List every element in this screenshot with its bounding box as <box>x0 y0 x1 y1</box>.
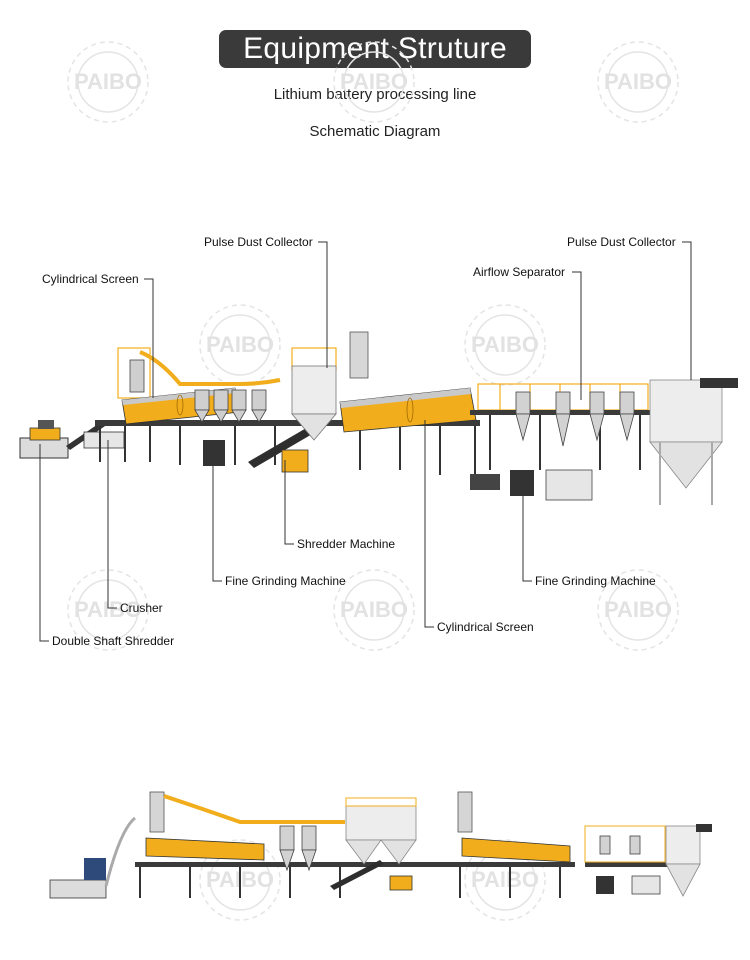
blower-unit <box>470 474 500 490</box>
callout-fine-grinding-machine-2: Fine Grinding Machine <box>535 574 656 588</box>
double-shaft-shredder-unit <box>19 420 69 459</box>
fine-grinding-unit-1 <box>203 440 225 466</box>
subtitle-secondary: Schematic Diagram <box>309 123 441 140</box>
pulse-dust-collector-unit-1 <box>291 365 337 441</box>
watermark-logo: PAIBO <box>604 597 672 622</box>
callout-crusher: Crusher <box>120 601 163 615</box>
watermark-logo: PAIBO <box>74 69 142 94</box>
callout-pulse-dust-collector-2: Pulse Dust Collector <box>567 235 676 249</box>
subtitle: Lithium battery processing line <box>273 86 477 103</box>
callout-cylindrical-screen-2: Cylindrical Screen <box>437 620 534 634</box>
callout-pulse-dust-collector-1: Pulse Dust Collector <box>204 235 313 249</box>
callout-shredder-machine: Shredder Machine <box>297 537 396 551</box>
watermark-logo: PAIBO <box>206 332 274 357</box>
leader-double-shaft-shredder <box>39 444 49 642</box>
cyclone-cluster-1 <box>129 359 267 423</box>
fine-grinding-unit-2 <box>510 470 534 496</box>
leader-crusher <box>107 440 117 609</box>
watermark-logo: PAIBO <box>471 332 539 357</box>
callout-double-shaft-shredder: Double Shaft Shredder <box>52 634 175 648</box>
shredder-unit <box>281 449 309 473</box>
watermarks <box>67 41 679 921</box>
platform-deck <box>95 420 480 426</box>
leader-pulse-dust-collector-2 <box>682 241 692 380</box>
feed-hopper <box>349 331 369 379</box>
page-title: Equipment Struture <box>243 32 507 65</box>
watermark-logos: PAIBO PAIBO PAIBO PAIBO PAIBO PAIBO PAIB… <box>74 69 672 892</box>
leader-fine-grinding-machine-2 <box>522 478 532 582</box>
pulse-dust-collector-unit-2 <box>649 378 738 505</box>
main-plant-view <box>19 331 738 505</box>
inclined-conveyor <box>248 420 326 468</box>
watermark-logo: PAIBO <box>340 69 408 94</box>
side-elevation-view <box>49 791 712 899</box>
platform-legs <box>99 426 476 475</box>
crusher-unit <box>83 431 125 449</box>
leader-cylindrical-screen-1 <box>144 278 154 398</box>
grinding-cabinet <box>545 469 593 501</box>
title-banner: Equipment Struture <box>219 30 531 68</box>
callout-airflow-separator: Airflow Separator <box>473 265 566 279</box>
leader-pulse-dust-collector-1 <box>318 241 328 368</box>
watermark-logo: PAIBO <box>604 69 672 94</box>
leader-cylindrical-screen-2 <box>424 420 434 628</box>
watermark-logo: PAIBO <box>471 867 539 892</box>
leader-airflow-separator <box>572 271 582 400</box>
airflow-separator-unit <box>515 391 635 447</box>
leader-fine-grinding-machine-1 <box>212 450 222 582</box>
callout-cylindrical-screen-1: Cylindrical Screen <box>42 272 139 286</box>
watermark-logo: PAIBO <box>340 597 408 622</box>
leader-shredder-machine <box>284 460 294 545</box>
cylindrical-screen-unit-2 <box>339 387 477 433</box>
callout-fine-grinding-machine-1: Fine Grinding Machine <box>225 574 346 588</box>
leader-lines <box>39 241 692 642</box>
